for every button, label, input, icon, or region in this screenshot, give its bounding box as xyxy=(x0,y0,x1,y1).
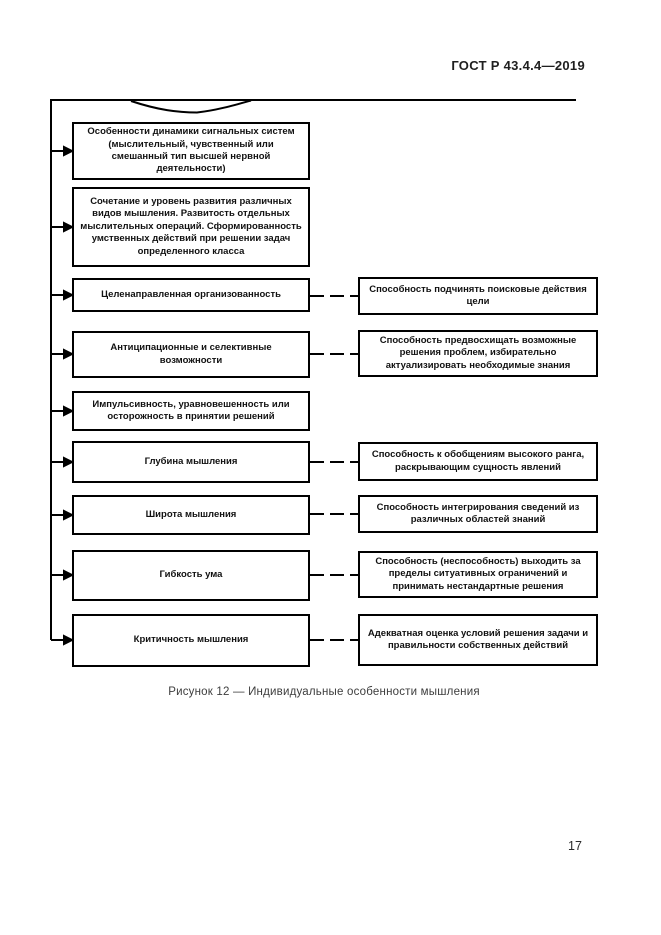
flow-box-signal-systems: Особенности динамики сигнальных систем (… xyxy=(72,122,310,180)
flow-box-adequate-assessment: Адекватная оценка условий решения задачи… xyxy=(358,614,598,666)
flow-box-flexibility-of-mind: Гибкость ума xyxy=(72,550,310,601)
flow-box-ability-anticipate-solutions: Способность предвосхищать возможные реше… xyxy=(358,330,598,377)
flow-box-ability-subordinate-search: Способность подчинять поисковые действия… xyxy=(358,277,598,315)
page-header-title: ГОСТ Р 43.4.4—2019 xyxy=(451,58,585,73)
pair-connectors xyxy=(310,295,358,641)
continuation-notch xyxy=(130,99,252,114)
flow-box-ability-integrate-knowledge: Способность интегрирования сведений из р… xyxy=(358,495,598,533)
flow-box-anticipation: Антиципационные и селективные возможност… xyxy=(72,331,310,378)
flow-box-impulsiveness: Импульсивность, уравновешенность или ост… xyxy=(72,391,310,431)
flow-box-breadth-of-thinking: Широта мышления xyxy=(72,495,310,535)
spine-arrows xyxy=(51,145,75,646)
flow-box-critical-thinking: Критичность мышления xyxy=(72,614,310,667)
page-number: 17 xyxy=(568,839,582,853)
flow-box-ability-nonstandard-solutions: Способность (неспособность) выходить за … xyxy=(358,551,598,598)
flow-box-ability-generalize: Способность к обобщениям высокого ранга,… xyxy=(358,442,598,481)
flow-box-depth-of-thinking: Глубина мышления xyxy=(72,441,310,483)
flow-box-goal-organization: Целенаправленная организованность xyxy=(72,278,310,312)
figure-caption: Рисунок 12 — Индивидуальные особенности … xyxy=(168,686,480,698)
flow-box-thinking-types: Сочетание и уровень развития различных в… xyxy=(72,187,310,267)
